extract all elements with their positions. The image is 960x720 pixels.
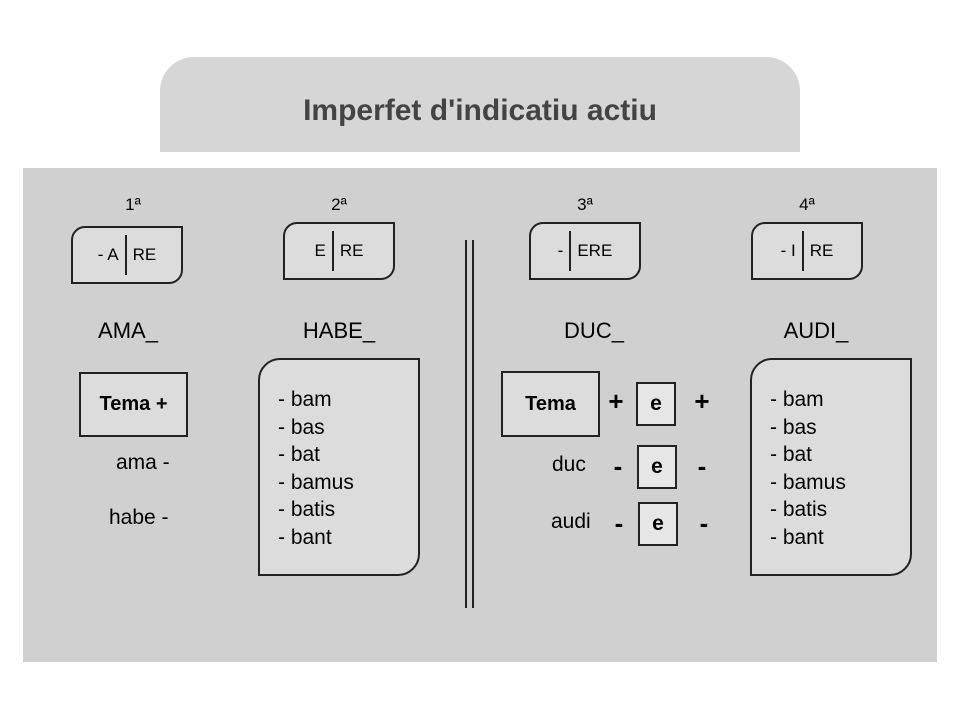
tema-box-right: Tema — [501, 371, 600, 437]
title-tab: Imperfet d'indicatiu actiu — [160, 57, 800, 152]
example-duc: duc — [552, 453, 586, 476]
ending-divider — [569, 231, 572, 271]
ending-suffix: RE — [132, 245, 157, 264]
list-item: - bat — [278, 443, 321, 466]
tema-box-left: Tema + — [79, 372, 188, 437]
divider-line-left — [465, 240, 467, 608]
conjugation-number-3: 3ª — [577, 195, 593, 214]
divider-line-right — [472, 240, 474, 608]
ending-divider — [801, 231, 804, 271]
list-item: - bant — [770, 525, 824, 549]
list-item: - bam — [770, 388, 824, 411]
example-ama: ama - — [116, 451, 170, 474]
ending-suffix: RE — [809, 241, 834, 260]
conjugation-number-4: 4ª — [799, 195, 815, 214]
ending-suffix: ERE — [577, 241, 613, 260]
ending-suffix: RE — [339, 241, 364, 260]
minus-sign: - — [697, 451, 707, 481]
plus-sign: + — [694, 386, 710, 416]
list-item: - bant — [278, 525, 332, 549]
ending-theme-vowel: - A — [97, 245, 119, 264]
list-item: - bas — [278, 415, 325, 439]
minus-sign: - — [699, 508, 709, 538]
endings-list-left: - bam - bas - bat - bamus - batis - bant — [258, 358, 420, 576]
minus-sign: - — [613, 451, 623, 481]
stem-2: HABE_ — [302, 318, 376, 343]
infinitive-ending-3: - ERE — [529, 222, 641, 280]
ending-theme-vowel: - — [557, 241, 564, 260]
stem-1: AMA_ — [98, 318, 158, 343]
example-habe: habe - — [109, 506, 169, 529]
conjugation-number-2: 2ª — [331, 195, 347, 214]
infinitive-ending-2: E RE — [283, 222, 395, 280]
page-title: Imperfet d'indicatiu actiu — [303, 93, 657, 127]
list-item: - batis — [278, 498, 336, 521]
ending-divider — [124, 235, 127, 275]
list-item: - batis — [770, 498, 828, 521]
conjugation-number-1: 1ª — [125, 195, 141, 214]
infinitive-ending-4: - I RE — [751, 222, 863, 280]
ending-theme-vowel: - I — [780, 241, 796, 260]
vowel-box: e — [636, 382, 676, 426]
endings-list-right: - bam - bas - bat - bamus - batis - bant — [750, 358, 912, 576]
ending-theme-vowel: E — [314, 241, 326, 260]
stem-4: AUDI_ — [783, 318, 849, 343]
list-item: - bas — [770, 415, 817, 439]
list-item: - bamus — [770, 470, 846, 494]
vowel-box: e — [638, 502, 678, 546]
infinitive-ending-1: - A RE — [71, 226, 183, 284]
ending-divider — [331, 231, 334, 271]
list-item: - bamus — [278, 470, 354, 494]
plus-sign: + — [608, 386, 624, 416]
example-audi: audi — [551, 510, 591, 533]
stem-3: DUC_ — [564, 318, 624, 343]
list-item: - bam — [278, 388, 332, 411]
vowel-box: e — [637, 445, 677, 489]
list-item: - bat — [770, 443, 813, 466]
minus-sign: - — [614, 508, 624, 538]
